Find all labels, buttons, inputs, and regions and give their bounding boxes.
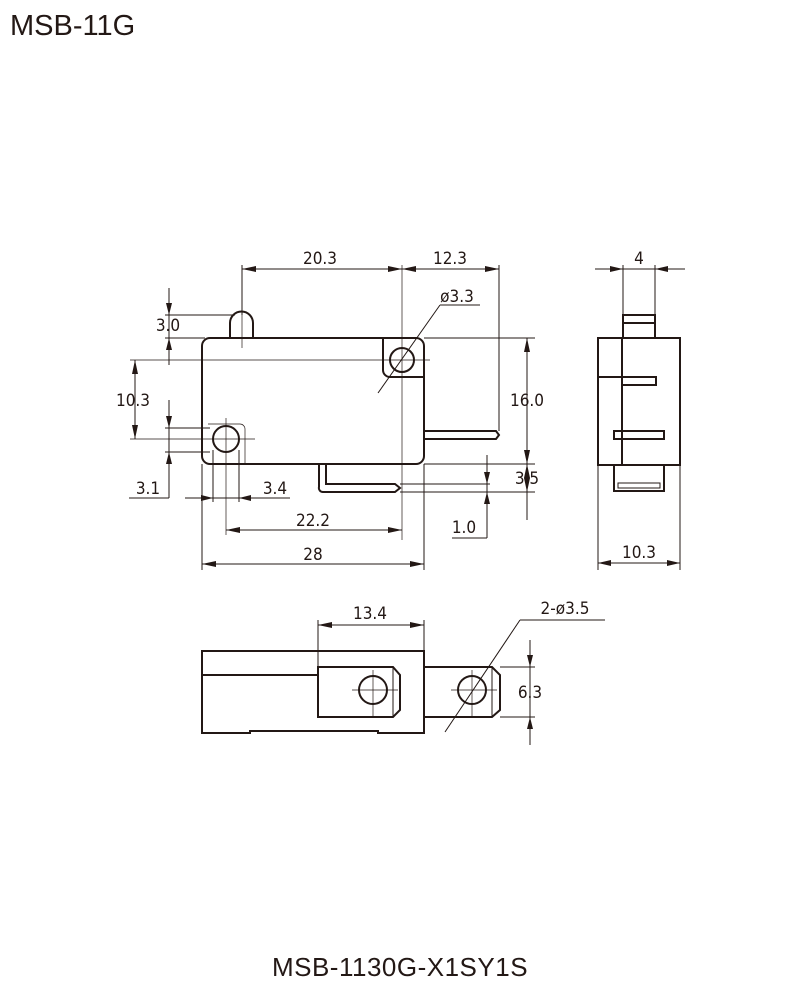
dim-3-1: 3.1 (136, 479, 160, 499)
dim-1-0: 1.0 (452, 518, 476, 538)
dim-28: 28 (303, 545, 322, 565)
bottom-view: 13.4 2-ø3.5 6.3 (201, 599, 605, 745)
dim-6-3: 6.3 (518, 683, 542, 703)
terminal-right (424, 430, 501, 440)
drawing-title: MSB-11G (10, 10, 136, 42)
hole-boss-outline (208, 423, 246, 464)
dim-10-3: 10.3 (116, 391, 150, 411)
model-number: MSB-1130G-X1SY1S (271, 952, 529, 982)
dim-16-0: 16.0 (510, 391, 544, 411)
dim-3-5: 3.5 (515, 469, 539, 489)
dim-12-3: 12.3 (433, 249, 467, 269)
front-view: 20.3 12.3 ø3.3 3.0 10.3 16.0 3.5 1.0 3.1… (116, 249, 544, 570)
dim-13-4: 13.4 (353, 604, 387, 624)
terminal-bottom (317, 465, 402, 493)
side-view: 4 10.3 (595, 249, 685, 570)
switch-body (201, 337, 425, 465)
dim-4: 4 (634, 249, 644, 269)
dim-3-4: 3.4 (263, 479, 287, 499)
dim-20-3: 20.3 (303, 249, 337, 269)
mount-hole-boss (382, 338, 424, 378)
dim-22-2: 22.2 (296, 511, 330, 531)
dim-3-0: 3.0 (156, 316, 180, 336)
dim-2-holes: 2-ø3.5 (541, 599, 590, 619)
dim-hole-diameter: ø3.3 (440, 287, 474, 307)
dim-side-10-3: 10.3 (622, 543, 656, 563)
